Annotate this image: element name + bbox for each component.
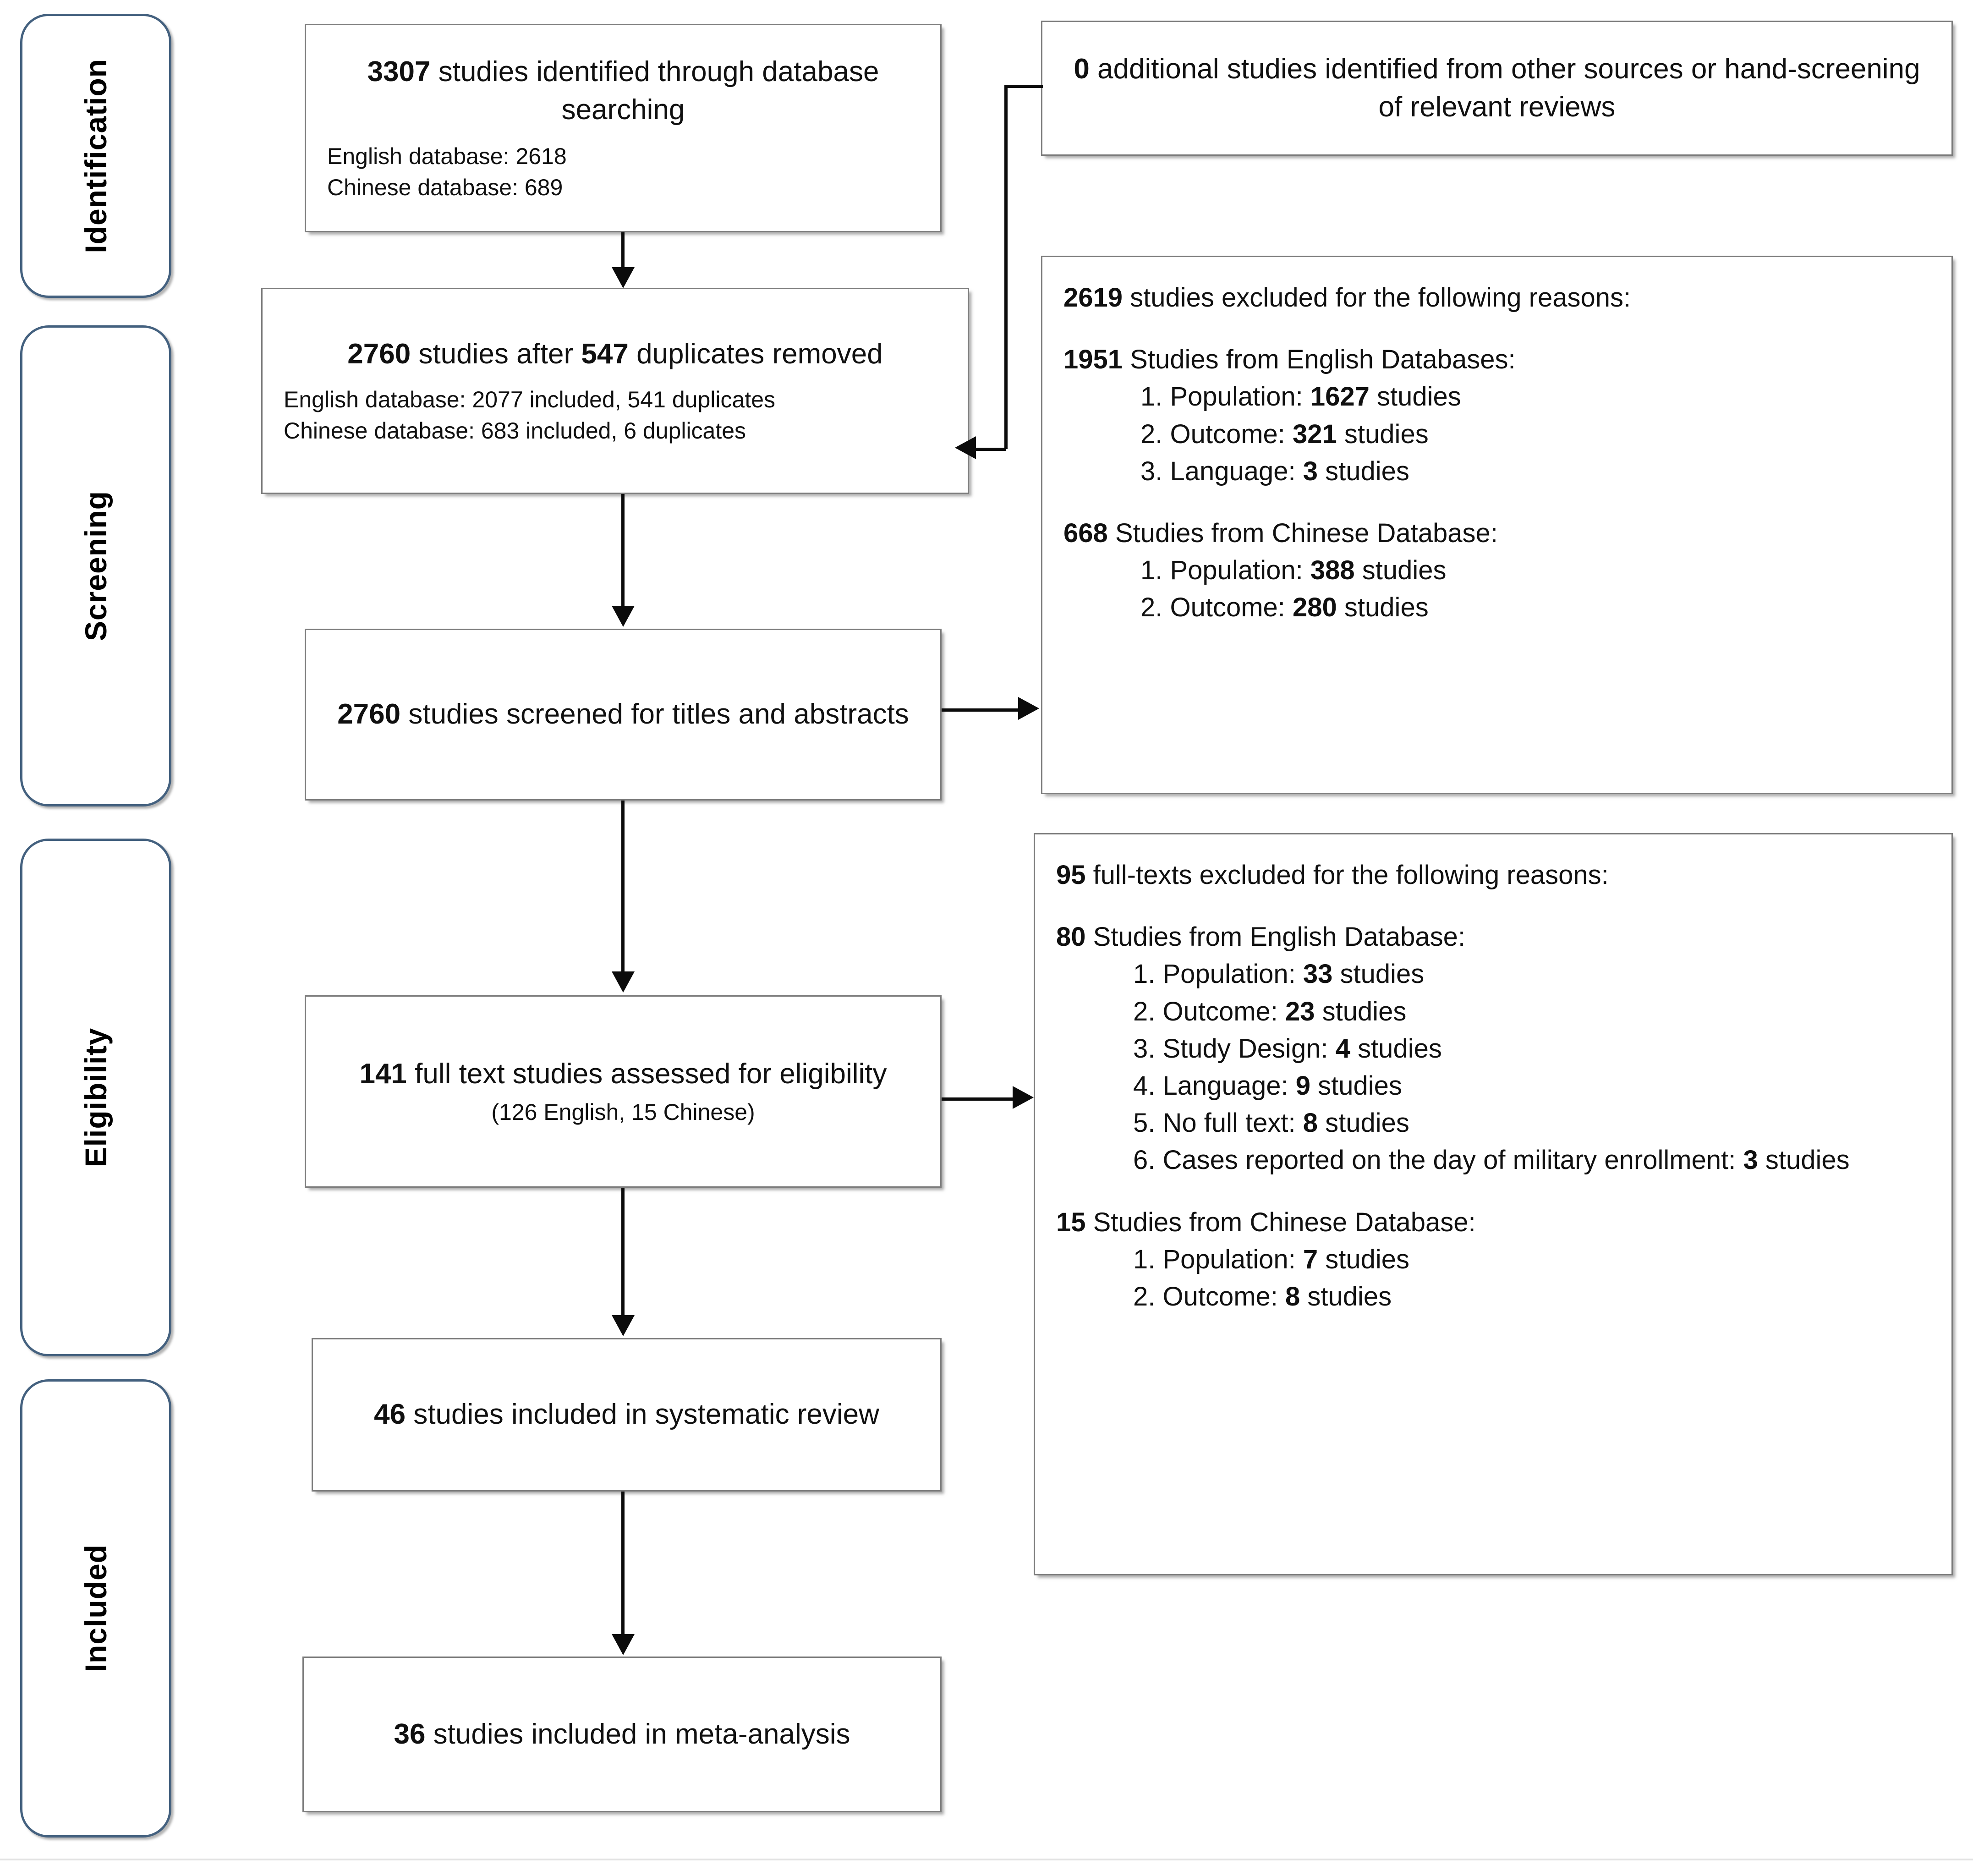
eligibility-exclusion-item: 6. Cases reported on the day of military…: [1133, 1145, 1850, 1175]
eligibility-exclusion-item: 1. Population: 33 studies: [1133, 959, 1425, 989]
eligibility-exclusion-item: 3. Study Design: 4 studies: [1133, 1033, 1442, 1064]
eligibility-exclusion-item: 2. Outcome: 23 studies: [1133, 996, 1407, 1026]
footer-divider: [0, 1859, 1973, 1860]
records-identified-headline: 3307 studies identified through database…: [367, 56, 879, 126]
included-systematic-review-headline: 46 studies included in systematic review: [374, 1399, 879, 1431]
stage-pill-eligibility: Eligibility: [20, 839, 171, 1356]
box-included-systematic-review: 46 studies included in systematic review: [312, 1338, 942, 1492]
connector-additional-elbow-bottom: [976, 448, 1006, 451]
box-included-meta-analysis: 36 studies included in meta-analysis: [302, 1657, 942, 1812]
box-screening-exclusions: 2619 studies excluded for the following …: [1041, 256, 1953, 794]
duplicates-removed-chinese: Chinese database: 683 included, 6 duplic…: [284, 418, 746, 444]
screening-exclusion-item: 1. Population: 1627 studies: [1140, 382, 1461, 412]
connector-fulltext-to-review: [621, 1188, 625, 1317]
records-identified-english: English database: 2618: [327, 143, 567, 169]
connector-additional-elbow-top: [1004, 85, 1043, 88]
box-additional-records: 0 additional studies identified from oth…: [1041, 21, 1953, 156]
eligibility-exclusion-item: 4. Language: 9 studies: [1133, 1070, 1402, 1101]
box-eligibility-exclusions: 95 full-texts excluded for the following…: [1034, 833, 1953, 1575]
screening-exclusion-item: 2. Outcome: 280 studies: [1140, 592, 1429, 623]
included-meta-analysis-headline: 36 studies included in meta-analysis: [394, 1718, 850, 1750]
box-records-screened: 2760 studies screened for titles and abs…: [305, 629, 942, 801]
stage-label-eligibility: Eligibility: [79, 1027, 113, 1168]
eligibility-exclusions-header: 95 full-texts excluded for the following…: [1056, 860, 1609, 890]
screening-exclusion-group-english-label: 1951 Studies from English Databases:: [1063, 345, 1516, 375]
box-duplicates-removed: 2760 studies after 547 duplicates remove…: [261, 288, 969, 494]
records-identified-chinese: Chinese database: 689: [327, 174, 563, 200]
arrowhead-fulltext-to-review: [612, 1315, 635, 1336]
stage-pill-identification: Identification: [20, 14, 171, 298]
additional-records-headline: 0 additional studies identified from oth…: [1074, 53, 1920, 123]
connector-review-to-meta: [621, 1492, 625, 1636]
stage-label-identification: Identification: [79, 58, 113, 253]
connector-additional-elbow-vertical: [1004, 85, 1008, 449]
arrowhead-fulltext-to-exclusions: [1013, 1086, 1034, 1109]
box-fulltext-assessed: 141 full text studies assessed for eligi…: [305, 995, 942, 1188]
duplicates-removed-headline: 2760 studies after 547 duplicates remove…: [347, 338, 883, 370]
fulltext-assessed-detail: (126 English, 15 Chinese): [491, 1099, 755, 1125]
eligibility-exclusion-group-english-label: 80 Studies from English Database:: [1056, 922, 1466, 952]
eligibility-exclusion-item: 5. No full text: 8 studies: [1133, 1108, 1409, 1138]
duplicates-removed-english: English database: 2077 included, 541 dup…: [284, 387, 776, 413]
connector-screened-to-exclusions: [942, 708, 1019, 712]
connector-identified-to-dedup: [621, 232, 625, 268]
connector-fulltext-to-exclusions: [942, 1097, 1014, 1101]
arrowhead-dedup-to-screened: [612, 606, 635, 627]
eligibility-exclusion-group-chinese-label: 15 Studies from Chinese Database:: [1056, 1207, 1476, 1237]
box-records-identified: 3307 studies identified through database…: [305, 24, 942, 232]
arrowhead-identified-to-dedup: [612, 267, 635, 288]
arrowhead-additional-to-dedup: [955, 436, 976, 459]
records-screened-headline: 2760 studies screened for titles and abs…: [337, 698, 909, 730]
screening-exclusion-item: 3. Language: 3 studies: [1140, 456, 1409, 486]
screening-exclusion-item: 2. Outcome: 321 studies: [1140, 419, 1429, 449]
arrowhead-screened-to-exclusions: [1018, 697, 1039, 720]
fulltext-assessed-headline: 141 full text studies assessed for eligi…: [359, 1058, 887, 1090]
connector-screened-to-fulltext: [621, 801, 625, 974]
stage-pill-screening: Screening: [20, 325, 171, 806]
stage-label-included: Included: [79, 1544, 113, 1673]
screening-exclusion-group-chinese-label: 668 Studies from Chinese Database:: [1063, 518, 1498, 548]
eligibility-exclusion-item: 1. Population: 7 studies: [1133, 1244, 1409, 1274]
screening-exclusion-item: 1. Population: 388 studies: [1140, 555, 1447, 586]
arrowhead-screened-to-fulltext: [612, 971, 635, 993]
eligibility-exclusion-item: 2. Outcome: 8 studies: [1133, 1281, 1392, 1311]
stage-label-screening: Screening: [79, 490, 113, 642]
screening-exclusions-header: 2619 studies excluded for the following …: [1063, 283, 1631, 313]
arrowhead-review-to-meta: [612, 1634, 635, 1655]
connector-dedup-to-screened: [621, 494, 625, 608]
stage-pill-included: Included: [20, 1379, 171, 1838]
